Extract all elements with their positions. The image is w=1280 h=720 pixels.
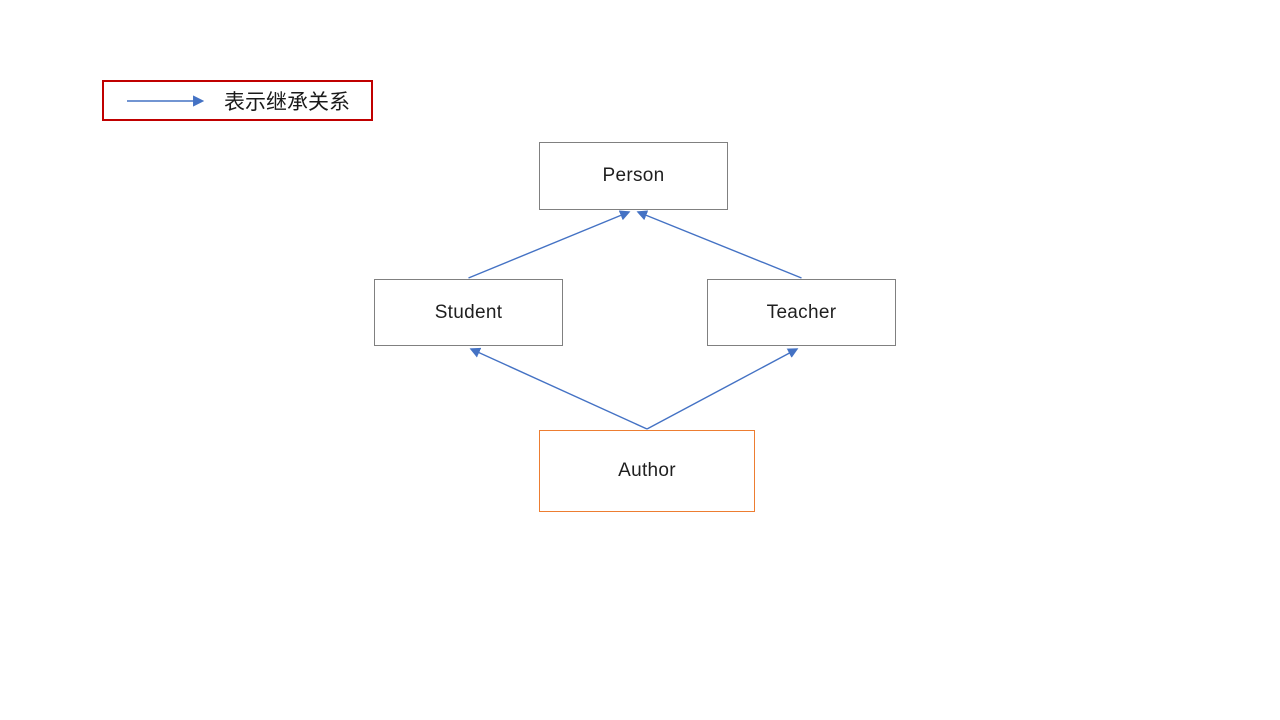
legend-label: 表示继承关系: [224, 90, 350, 114]
node-author: Author: [539, 430, 755, 512]
node-student-label: Student: [434, 301, 503, 323]
node-author-label: Author: [618, 460, 676, 481]
legend-box: 表示继承关系: [102, 80, 373, 121]
node-person-label: Person: [602, 165, 665, 186]
edge-teacher-to-person: [636, 210, 802, 279]
right-arrow-icon: [127, 94, 205, 107]
edge-author-to-teacher: [646, 348, 799, 430]
edge-author-to-student: [469, 347, 648, 430]
node-teacher-label: Teacher: [766, 301, 837, 323]
edge-student-to-person: [468, 210, 631, 279]
node-person: Person: [539, 142, 728, 210]
node-student: Student: [374, 279, 563, 346]
node-teacher: Teacher: [707, 279, 896, 346]
